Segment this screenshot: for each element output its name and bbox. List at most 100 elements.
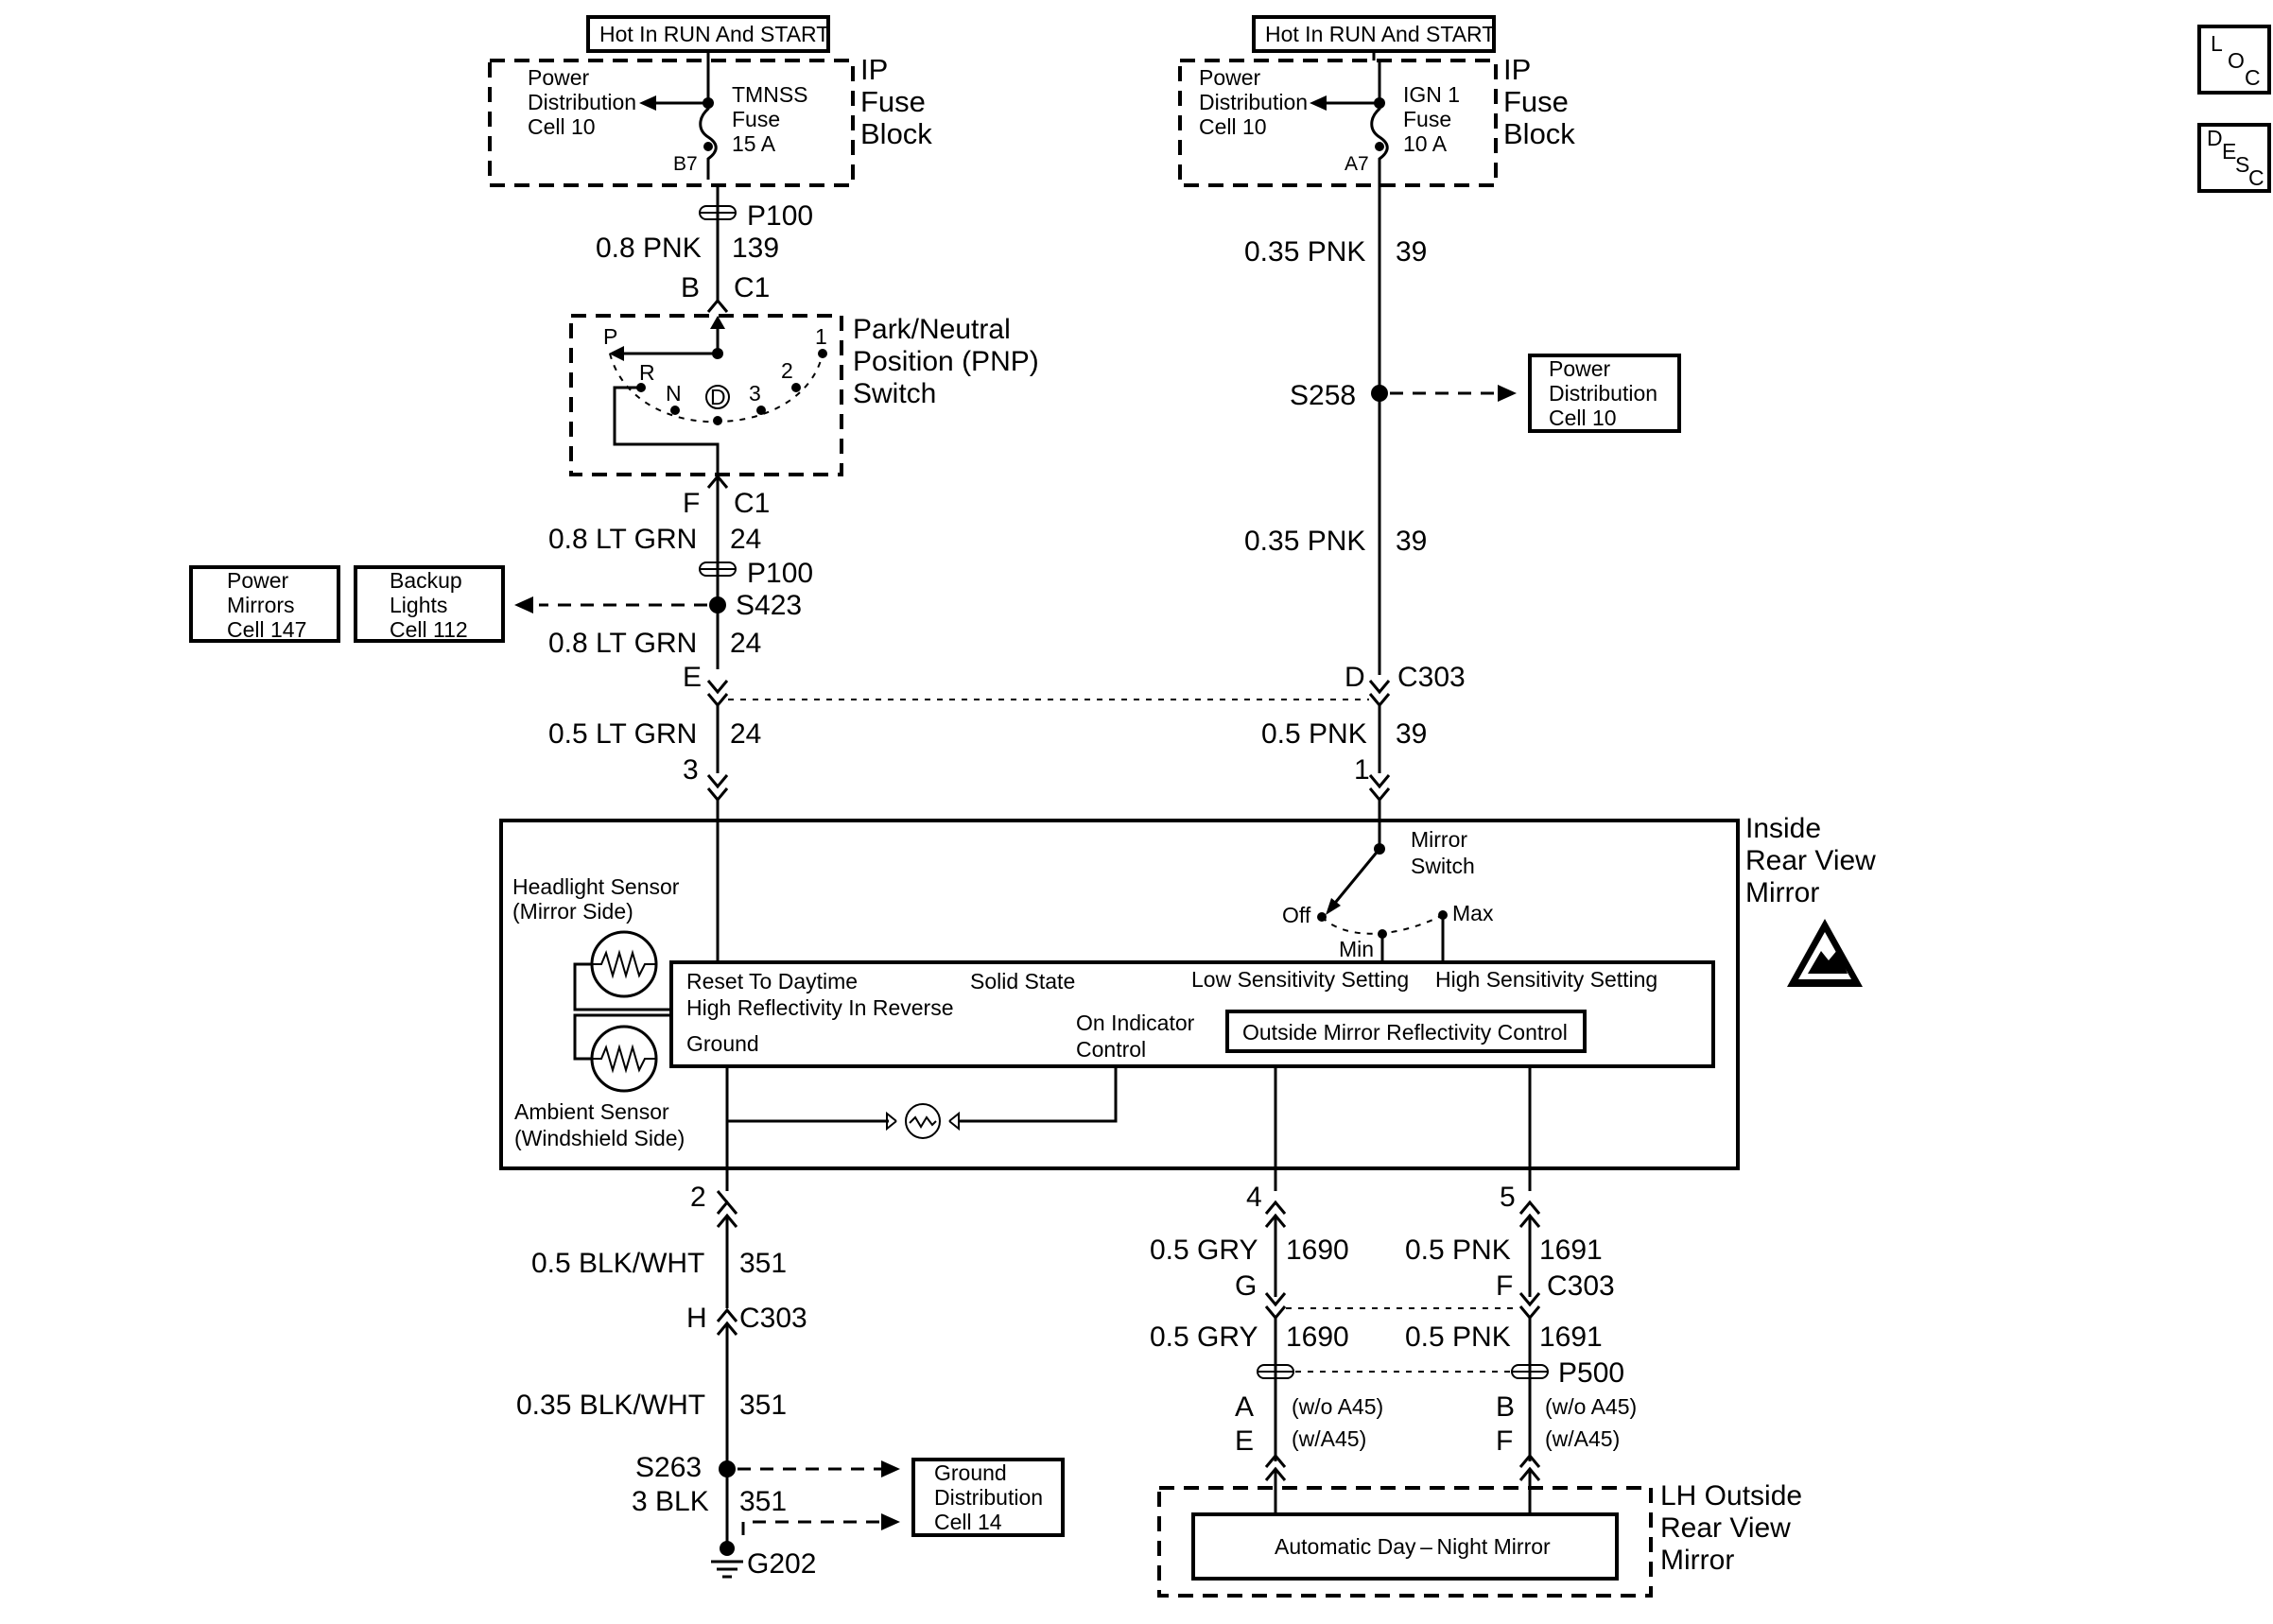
wire-gauge-24b: 0.8 LT GRN bbox=[548, 628, 697, 659]
desc-letter-s: S bbox=[2235, 152, 2249, 177]
on-indicator-label-1: On Indicator bbox=[1076, 1011, 1195, 1035]
power-mirrors-ref-box[interactable] bbox=[189, 565, 340, 643]
power-dist-label-1: Power bbox=[1549, 356, 1611, 381]
wire-circuit-39c: 39 bbox=[1396, 718, 1427, 750]
mirror-pin-4: 4 bbox=[1246, 1182, 1262, 1213]
right-fuse-section: Hot In RUN And START Power Distribution … bbox=[1178, 15, 1575, 492]
left-hot-label: Hot In RUN And START bbox=[599, 22, 829, 46]
pnp-label-3: Switch bbox=[853, 378, 936, 409]
power-dist-label-2: Distribution bbox=[1549, 381, 1657, 406]
wire-gauge-351a: 0.5 BLK/WHT bbox=[531, 1248, 704, 1279]
wire-gauge-39c: 0.5 PNK bbox=[1261, 718, 1367, 750]
pnp-switch-outline bbox=[569, 314, 843, 476]
p500-connector-b bbox=[1511, 1364, 1549, 1379]
c1-label-bottom: C1 bbox=[734, 488, 770, 519]
left-fuse-name: TMNSS bbox=[732, 82, 808, 107]
p100-connector-bottom bbox=[699, 561, 737, 577]
left-fuse-block-outline bbox=[488, 59, 855, 187]
mirror-switch-label-2: Switch bbox=[1411, 854, 1475, 878]
wire-circuit-351a: 351 bbox=[739, 1248, 787, 1279]
wire-circuit-24a: 24 bbox=[730, 524, 761, 555]
pnp-pos-r: R bbox=[639, 360, 655, 385]
ground-dist-ref-box[interactable] bbox=[911, 1458, 1065, 1537]
p500-pin-e: E bbox=[1235, 1425, 1254, 1457]
lh-mirror-label-2: Rear View bbox=[1660, 1512, 1791, 1544]
auto-day-night-label: Automatic Day – Night Mirror bbox=[1275, 1534, 1551, 1559]
wire-gauge-1690a: 0.5 GRY bbox=[1150, 1235, 1258, 1266]
power-dist-ref-box[interactable] bbox=[1528, 354, 1681, 433]
pnp-pos-3: 3 bbox=[749, 381, 761, 406]
c303-label-bottom-left: C303 bbox=[739, 1303, 807, 1334]
wire-gauge-1691a: 0.5 PNK bbox=[1405, 1235, 1511, 1266]
right-pd-label-3: Cell 10 bbox=[1199, 114, 1267, 139]
wire-circuit-24c: 24 bbox=[730, 718, 761, 750]
c303-pin-g: G bbox=[1235, 1270, 1257, 1302]
p500-pin-b: B bbox=[1496, 1391, 1515, 1423]
left-fuse-amp: 15 A bbox=[732, 131, 776, 156]
on-indicator-label-2: Control bbox=[1076, 1037, 1146, 1062]
wire-circuit-351b: 351 bbox=[739, 1390, 787, 1421]
w-a45-label-2: (w/A45) bbox=[1545, 1426, 1620, 1451]
bottom-left-wiring: 2 0.5 BLK/WHT 351 H C303 0.35 BLK/WHT 35… bbox=[516, 1182, 1065, 1580]
low-sensitivity-label: Low Sensitivity Setting bbox=[1191, 967, 1409, 992]
switch-off-label: Off bbox=[1282, 903, 1311, 927]
g202-label: G202 bbox=[747, 1548, 816, 1580]
wire-circuit-39b: 39 bbox=[1396, 526, 1427, 557]
mirror-pin-1: 1 bbox=[1354, 754, 1370, 786]
c1-pin-f: F bbox=[683, 488, 700, 519]
w-a45-label-1: (w/A45) bbox=[1292, 1426, 1366, 1451]
p500-pin-f: F bbox=[1496, 1425, 1513, 1457]
wire-circuit-39a: 39 bbox=[1396, 236, 1427, 268]
block-label-2: Block bbox=[1503, 117, 1575, 150]
loc-letter-o: O bbox=[2228, 48, 2245, 73]
s423-label: S423 bbox=[736, 590, 802, 621]
desc-letter-d: D bbox=[2207, 126, 2223, 150]
right-fuse-name: IGN 1 bbox=[1403, 82, 1460, 107]
left-fuse-symbol bbox=[699, 60, 718, 180]
fuse-label-2: Fuse bbox=[1503, 85, 1569, 118]
mirror-switch-label-1: Mirror bbox=[1411, 827, 1467, 852]
ground-label: Ground bbox=[686, 1031, 759, 1056]
left-column-wiring: P100 0.8 PNK 139 B C1 Park/Neutral Posit… bbox=[189, 185, 1039, 803]
right-fuse-word: Fuse bbox=[1403, 107, 1451, 131]
solid-state-label: Solid State bbox=[970, 969, 1075, 993]
bottom-right-wiring: 4 5 0.5 GRY 1690 0.5 PNK 1691 G F C303 0… bbox=[1150, 1182, 1802, 1598]
p500-connector-a bbox=[1257, 1364, 1294, 1379]
p100-label-bottom: P100 bbox=[747, 558, 813, 589]
wire-gauge-39b: 0.35 PNK bbox=[1244, 526, 1365, 557]
wo-a45-label-2: (w/o A45) bbox=[1545, 1394, 1637, 1419]
p500-label: P500 bbox=[1558, 1357, 1624, 1389]
mirror-title-3: Mirror bbox=[1745, 877, 1819, 908]
mirror-pin-2: 2 bbox=[690, 1182, 706, 1213]
switch-min-label: Min bbox=[1339, 937, 1374, 961]
left-pd-label-2: Distribution bbox=[528, 90, 636, 114]
pnp-pos-2: 2 bbox=[781, 358, 793, 383]
outside-reflectivity-control-box bbox=[1225, 1010, 1587, 1053]
wire-circuit-1690b: 1690 bbox=[1286, 1322, 1349, 1353]
wire-circuit-1690a: 1690 bbox=[1286, 1235, 1349, 1266]
fuse-label-1: Fuse bbox=[860, 85, 926, 118]
right-column-wiring: 0.35 PNK 39 S258 Power Distribution Cell… bbox=[728, 236, 1681, 803]
wo-a45-label-1: (w/o A45) bbox=[1292, 1394, 1383, 1419]
p100-connector-top bbox=[699, 205, 737, 220]
desc-button[interactable]: D E S C bbox=[2197, 123, 2271, 193]
power-mirrors-label-1: Power bbox=[227, 568, 289, 593]
c303-label-top: C303 bbox=[1397, 662, 1466, 693]
left-pd-label-3: Cell 10 bbox=[528, 114, 596, 139]
mirror-pin-5: 5 bbox=[1500, 1182, 1516, 1213]
backup-lights-ref-box[interactable] bbox=[354, 565, 505, 643]
c1-pin-b: B bbox=[681, 272, 700, 303]
loc-button[interactable]: L O C bbox=[2197, 25, 2271, 95]
mirror-title-1: Inside bbox=[1745, 813, 1821, 844]
wire-gauge-351b: 0.35 BLK/WHT bbox=[516, 1390, 705, 1421]
outside-reflectivity-label: Outside Mirror Reflectivity Control bbox=[1242, 1020, 1568, 1045]
loc-letter-c: C bbox=[2245, 65, 2261, 90]
inside-mirror-module: Inside Rear View Mirror Mirror Switch Of… bbox=[499, 800, 1876, 1191]
splice-s263 bbox=[719, 1460, 736, 1477]
pnp-label-2: Position (PNP) bbox=[853, 346, 1039, 377]
auto-day-night-mirror-box bbox=[1191, 1512, 1619, 1581]
c303-pin-f: F bbox=[1496, 1270, 1513, 1302]
esd-warning-icon bbox=[1787, 919, 1863, 987]
c303-label-bottom-right: C303 bbox=[1547, 1270, 1615, 1302]
